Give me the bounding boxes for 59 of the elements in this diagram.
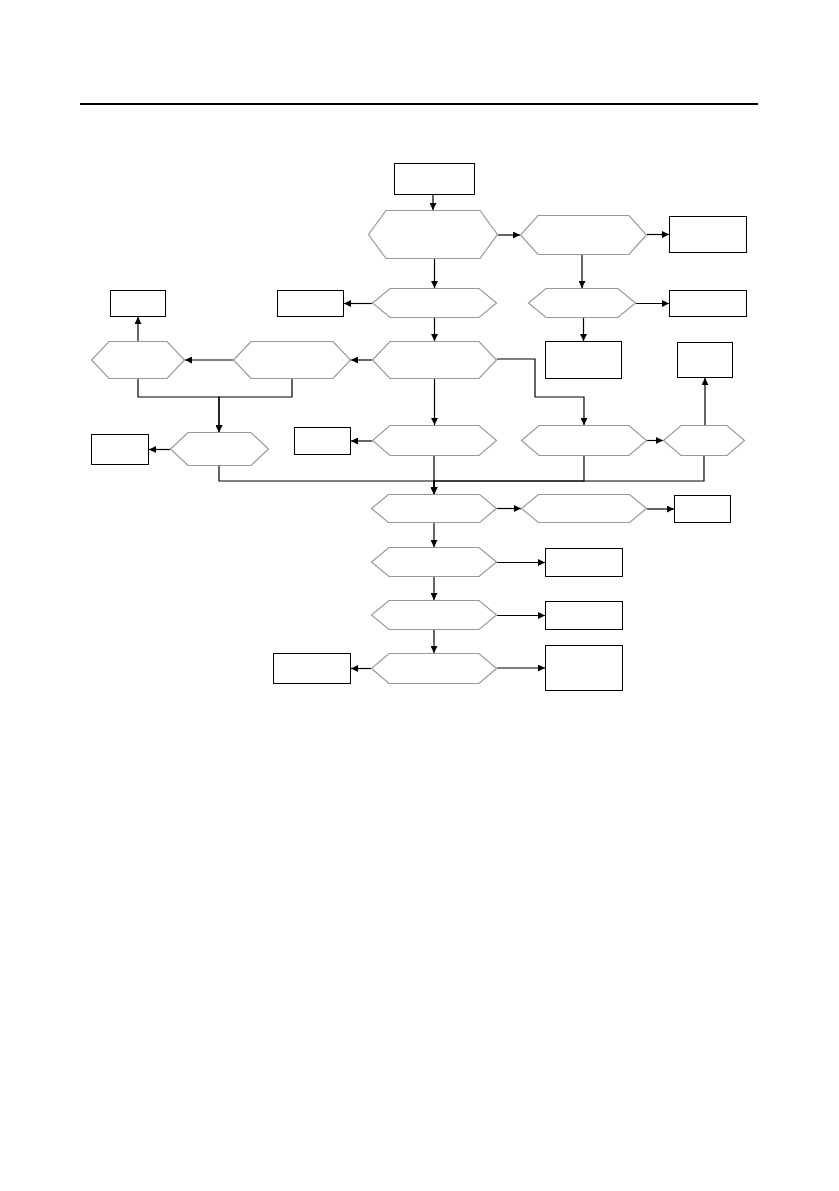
process-box (277, 290, 344, 317)
arrow (497, 231, 521, 239)
hexagon-shape (371, 494, 497, 523)
process-box (545, 645, 623, 691)
arrow (184, 356, 234, 364)
hexagon-shape (170, 432, 269, 466)
hexagon-shape (233, 341, 351, 379)
process-box (545, 548, 623, 577)
hexagon-shape (91, 341, 185, 379)
arrow (350, 665, 372, 672)
arrow (496, 358, 588, 426)
arrow (578, 254, 586, 289)
hexagon-shape (528, 288, 636, 318)
arrow (215, 378, 293, 433)
process-box (669, 290, 747, 317)
hexagon-shape (372, 288, 497, 318)
arrow (148, 446, 171, 453)
process-box (394, 163, 475, 195)
arrow (431, 258, 438, 289)
arrow (496, 664, 546, 672)
arrow (134, 316, 142, 342)
process-box (294, 427, 351, 455)
arrow (343, 300, 373, 307)
process-box (545, 601, 623, 630)
hexagon-shape (371, 653, 497, 684)
arrow (429, 194, 437, 211)
arrow (430, 629, 438, 654)
process-box (669, 216, 747, 253)
hexagon-shape (372, 341, 497, 379)
arrow (701, 377, 709, 426)
hexagon-shape (520, 215, 647, 255)
arrow (646, 231, 670, 238)
hexagon-shape (368, 210, 498, 259)
arrow (430, 576, 438, 601)
hexagon-shape (372, 425, 497, 456)
process-box (273, 653, 351, 684)
arrow (431, 378, 438, 426)
arrow (430, 522, 438, 548)
arrow (580, 317, 587, 342)
arrow (431, 317, 438, 342)
process-box (674, 495, 731, 523)
arrow (430, 455, 705, 495)
hexagon-shape (521, 425, 647, 456)
arrow (646, 437, 664, 444)
arrow (646, 505, 675, 513)
process-box (91, 434, 149, 465)
hexagon-shape (663, 425, 745, 456)
arrow (350, 356, 373, 364)
arrow (496, 612, 546, 619)
arrow (350, 437, 373, 445)
arrow (635, 300, 670, 307)
arrow (496, 559, 546, 566)
process-box (677, 342, 733, 378)
hexagon-shape (521, 494, 647, 523)
process-box (110, 290, 166, 317)
hexagon-shape (371, 547, 497, 577)
hexagon-shape (371, 600, 497, 630)
process-box (545, 341, 622, 379)
arrow (496, 505, 522, 512)
